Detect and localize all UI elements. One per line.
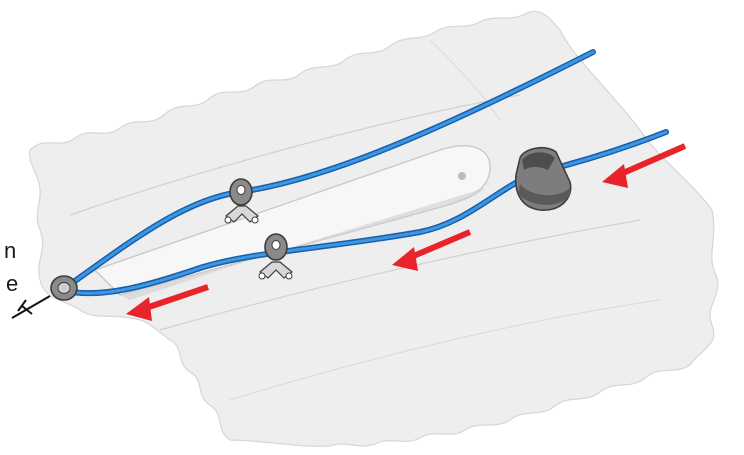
deck-surface xyxy=(30,11,718,446)
label-fragment-bottom: e xyxy=(6,273,18,295)
boom-hole xyxy=(458,172,466,180)
label-fragment-top: n xyxy=(4,240,16,262)
